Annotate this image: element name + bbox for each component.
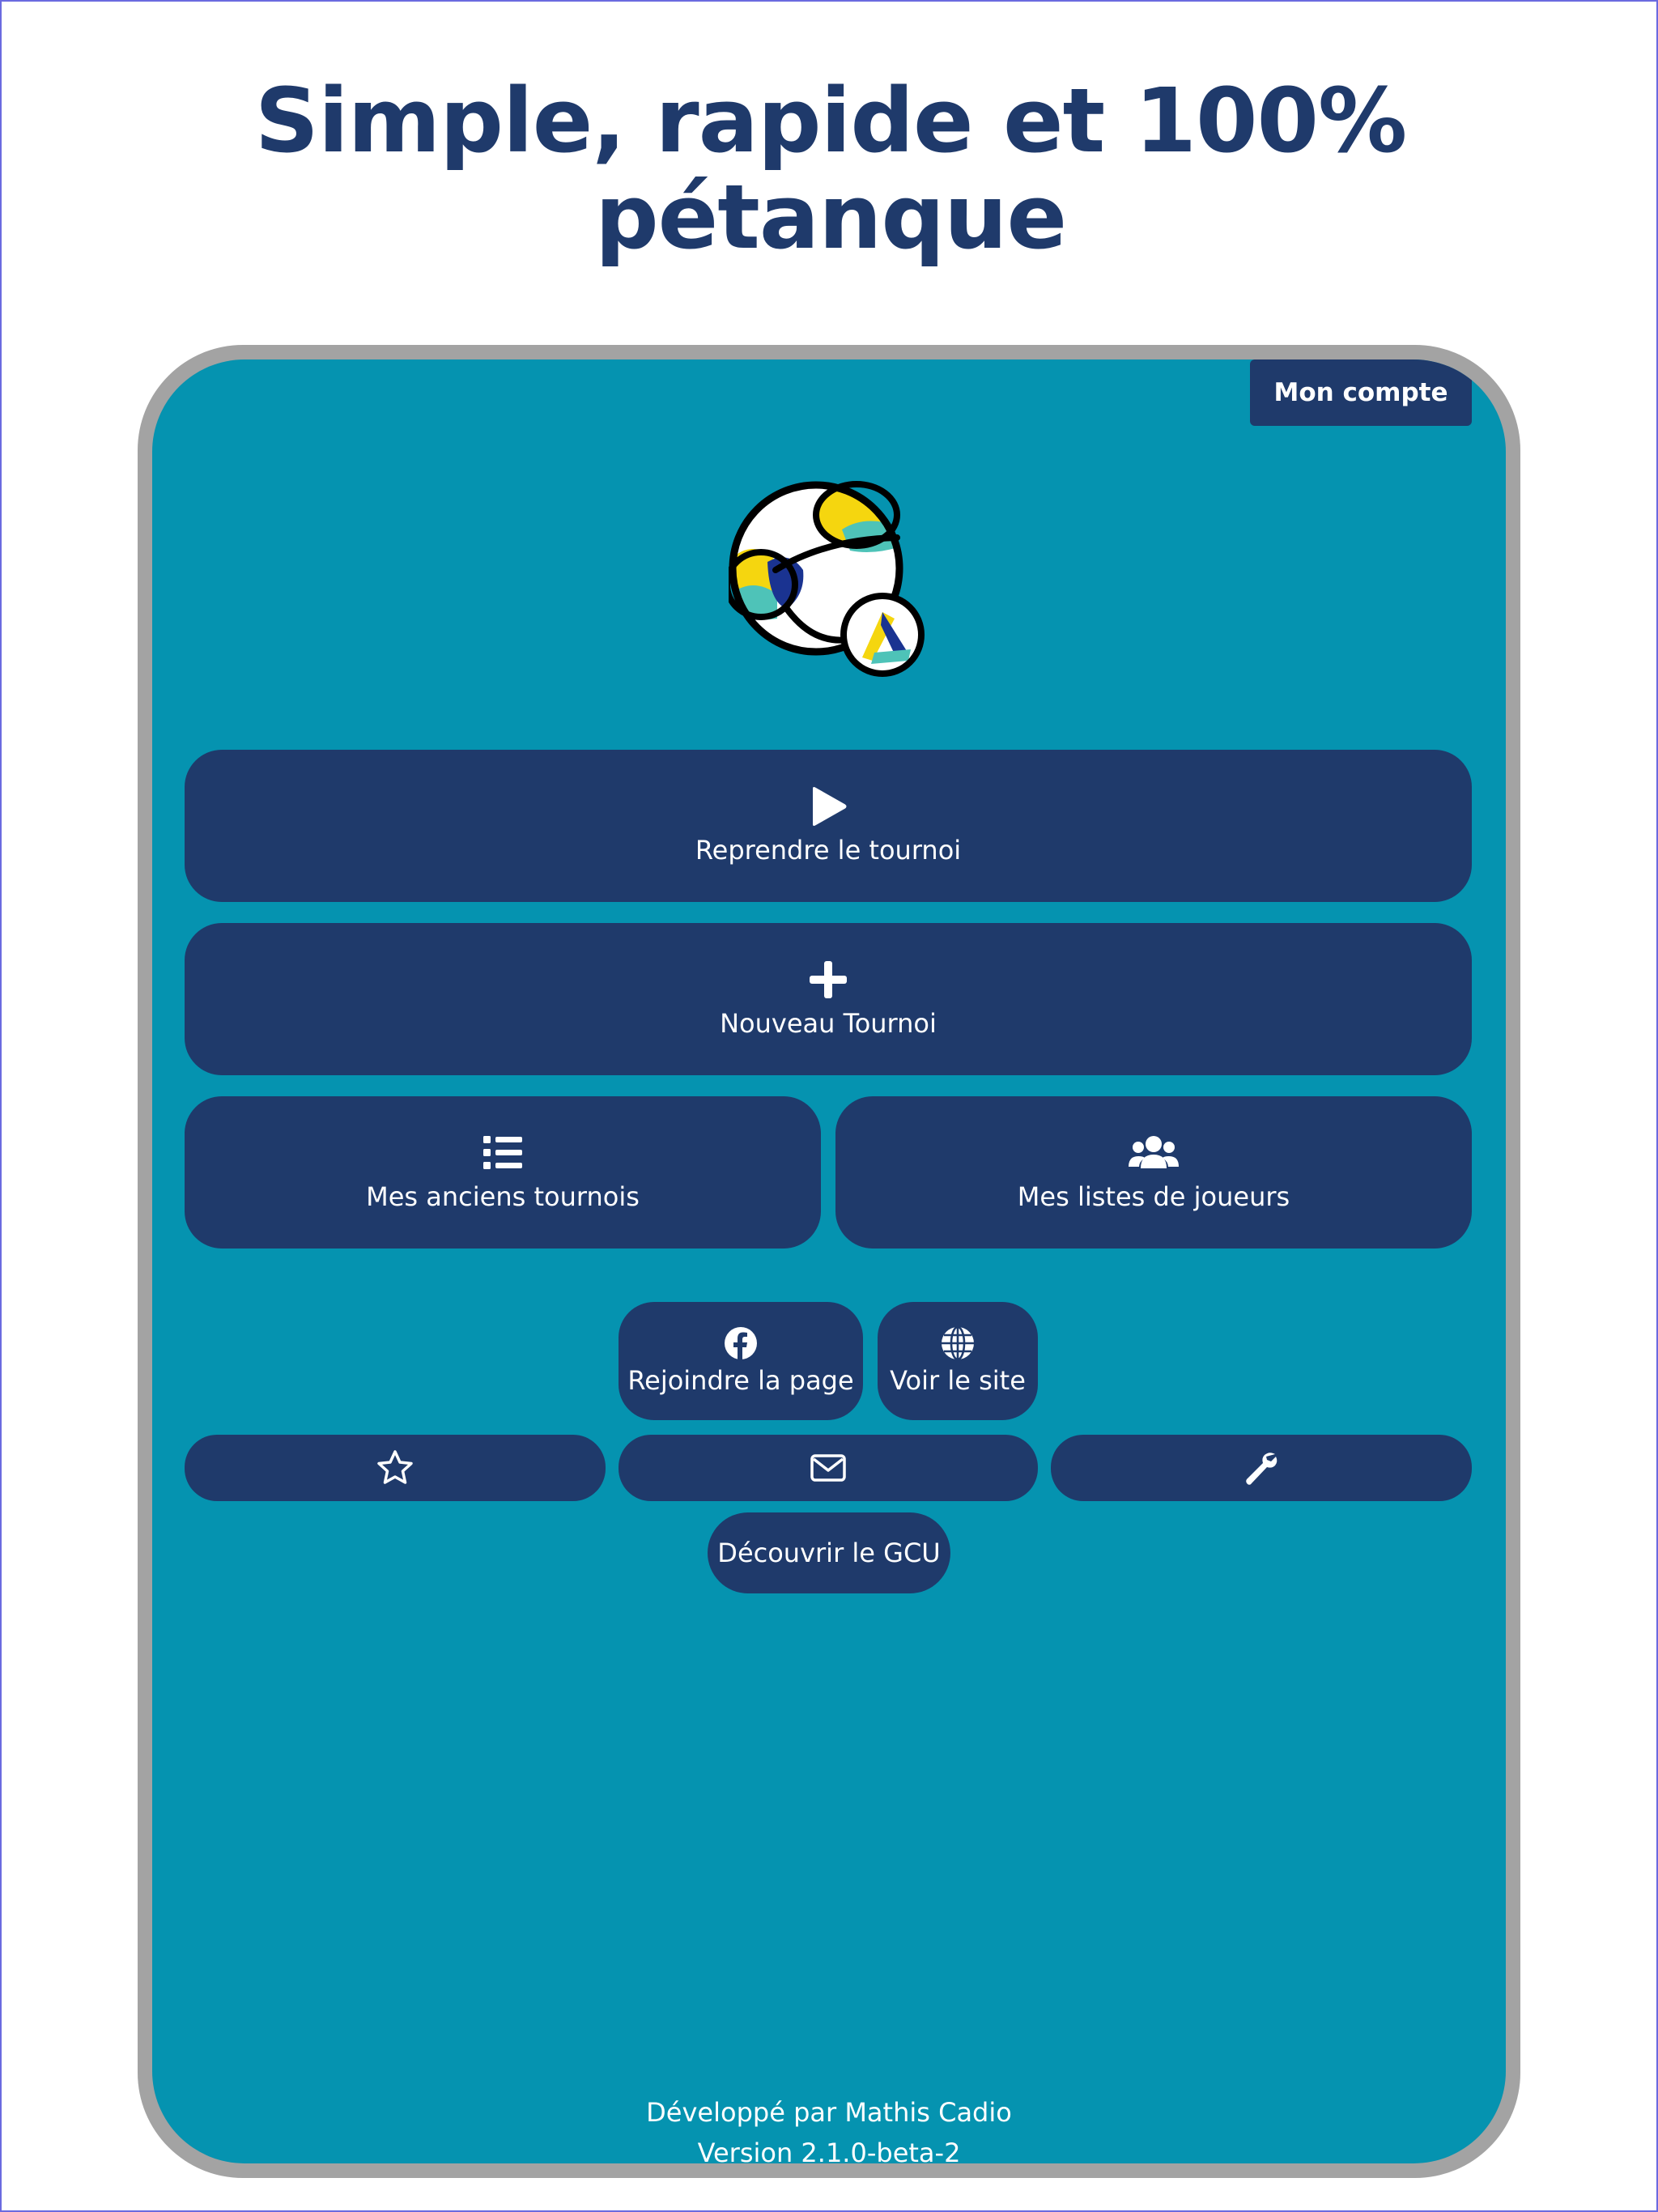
app-screen: Mon compte <box>152 359 1506 2163</box>
past-tournaments-label: Mes anciens tournois <box>366 1181 640 1212</box>
developer-credit: Développé par Mathis Cadio <box>646 2097 1012 2128</box>
new-tournament-label: Nouveau Tournoi <box>720 1008 937 1039</box>
headline-line-2: pétanque <box>594 164 1067 269</box>
users-icon <box>1129 1136 1179 1168</box>
facebook-page-button[interactable]: Rejoindre la page <box>619 1302 863 1420</box>
account-button[interactable]: Mon compte <box>1250 359 1472 426</box>
facebook-page-label: Rejoindre la page <box>627 1365 854 1396</box>
play-icon <box>813 787 847 826</box>
player-lists-label: Mes listes de joueurs <box>1017 1181 1290 1212</box>
plus-icon <box>810 961 847 998</box>
player-lists-button[interactable]: Mes listes de joueurs <box>835 1096 1472 1249</box>
envelope-icon <box>810 1454 846 1482</box>
gcu-button[interactable]: Découvrir le GCU <box>708 1512 950 1593</box>
resume-tournament-label: Reprendre le tournoi <box>695 835 962 866</box>
gcu-label: Découvrir le GCU <box>717 1538 941 1568</box>
account-button-label: Mon compte <box>1273 378 1448 407</box>
website-button[interactable]: Voir le site <box>878 1302 1038 1420</box>
rate-app-button[interactable] <box>185 1435 606 1501</box>
website-label: Voir le site <box>890 1365 1026 1396</box>
past-tournaments-button[interactable]: Mes anciens tournois <box>185 1096 821 1249</box>
contact-button[interactable] <box>619 1435 1038 1501</box>
petanque-ball-logo-icon <box>729 481 925 677</box>
version-text: Version 2.1.0-beta-2 <box>697 2138 961 2163</box>
settings-button[interactable] <box>1051 1435 1472 1501</box>
headline-line-1: Simple, rapide et 100% <box>254 69 1408 172</box>
wrench-icon <box>1246 1453 1278 1485</box>
star-icon <box>377 1450 413 1484</box>
globe-icon <box>942 1326 974 1360</box>
resume-tournament-button[interactable]: Reprendre le tournoi <box>185 750 1472 902</box>
new-tournament-button[interactable]: Nouveau Tournoi <box>185 923 1472 1075</box>
facebook-icon <box>725 1327 757 1359</box>
list-icon <box>483 1136 522 1169</box>
page-headline: Simple, rapide et 100% pétanque <box>2 73 1658 266</box>
